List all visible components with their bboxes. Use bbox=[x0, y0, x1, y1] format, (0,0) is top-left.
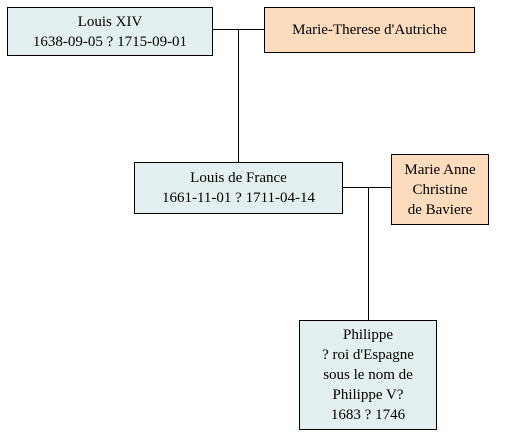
person-node-louis-de-france[interactable]: Louis de France 1661-11-01 ? 1711-04-14 bbox=[134, 162, 343, 214]
spouse-name-line: de Baviere bbox=[407, 201, 473, 218]
person-title-line: sous le nom de bbox=[323, 367, 413, 383]
person-node-louis-xiv[interactable]: Louis XIV 1638-09-05 ? 1715-09-01 bbox=[7, 7, 213, 56]
person-name: Philippe bbox=[342, 327, 393, 343]
descent-tick-louis-de-france bbox=[368, 270, 369, 274]
person-name: Louis de France bbox=[190, 170, 287, 186]
spouse-name-line: Christine bbox=[412, 181, 468, 198]
person-dates: 1683 ? 1746 bbox=[330, 407, 406, 423]
person-title-line: Philippe V? bbox=[332, 387, 404, 403]
person-dates: 1661-11-01 ? 1711-04-14 bbox=[161, 190, 316, 206]
person-title-line: ? roi d'Espagne bbox=[322, 347, 414, 363]
spouse-name-line: Marie Anne bbox=[404, 161, 476, 178]
descent-line-louis-de-france bbox=[368, 187, 369, 320]
person-node-philippe[interactable]: Philippe ? roi d'Espagne sous le nom de … bbox=[299, 320, 437, 430]
person-name: Louis XIV bbox=[77, 13, 143, 30]
spouse-node-marie-anne[interactable]: Marie Anne Christine de Baviere bbox=[391, 154, 489, 225]
person-dates: 1638-09-05 ? 1715-09-01 bbox=[32, 33, 188, 50]
descent-line-louis-xiv bbox=[238, 29, 239, 162]
marriage-line-louis-de-france bbox=[343, 187, 391, 188]
spouse-node-marie-therese[interactable]: Marie-Therese d'Autriche bbox=[264, 7, 475, 53]
spouse-name: Marie-Therese d'Autriche bbox=[292, 22, 447, 38]
descent-tick-louis-xiv bbox=[238, 101, 239, 105]
